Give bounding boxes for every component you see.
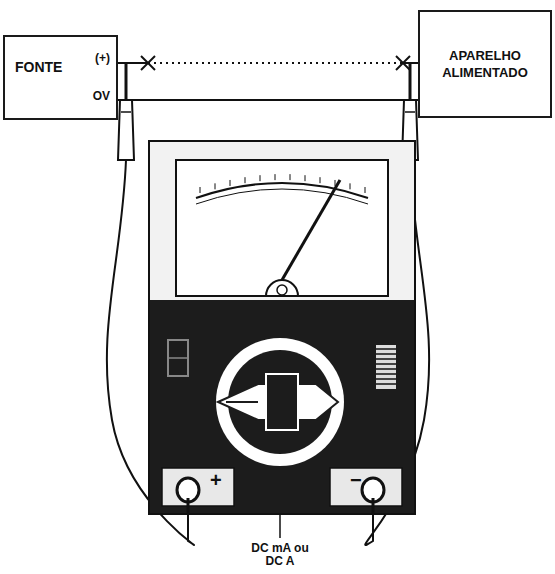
- multimeter-body: [148, 140, 416, 515]
- polarity-mark: −: [350, 469, 362, 492]
- box-title: FONTE: [15, 59, 62, 75]
- terminal-label: OV: [93, 89, 110, 103]
- multimeter: +−: [148, 140, 416, 515]
- cut-mark: [141, 56, 410, 70]
- power-supply-box: FONTE (+) OV: [3, 35, 118, 120]
- test-probe: [118, 63, 134, 160]
- supply-wire: [118, 99, 418, 101]
- powered-device-box: APARELHO ALIMENTADO: [418, 10, 552, 118]
- supply-wire: [118, 62, 418, 64]
- box-title: APARELHO ALIMENTADO: [426, 47, 544, 81]
- function-label: DC mA ou DC A: [245, 542, 315, 568]
- polarity-mark: +: [210, 469, 222, 492]
- terminal-label: (+): [95, 51, 110, 65]
